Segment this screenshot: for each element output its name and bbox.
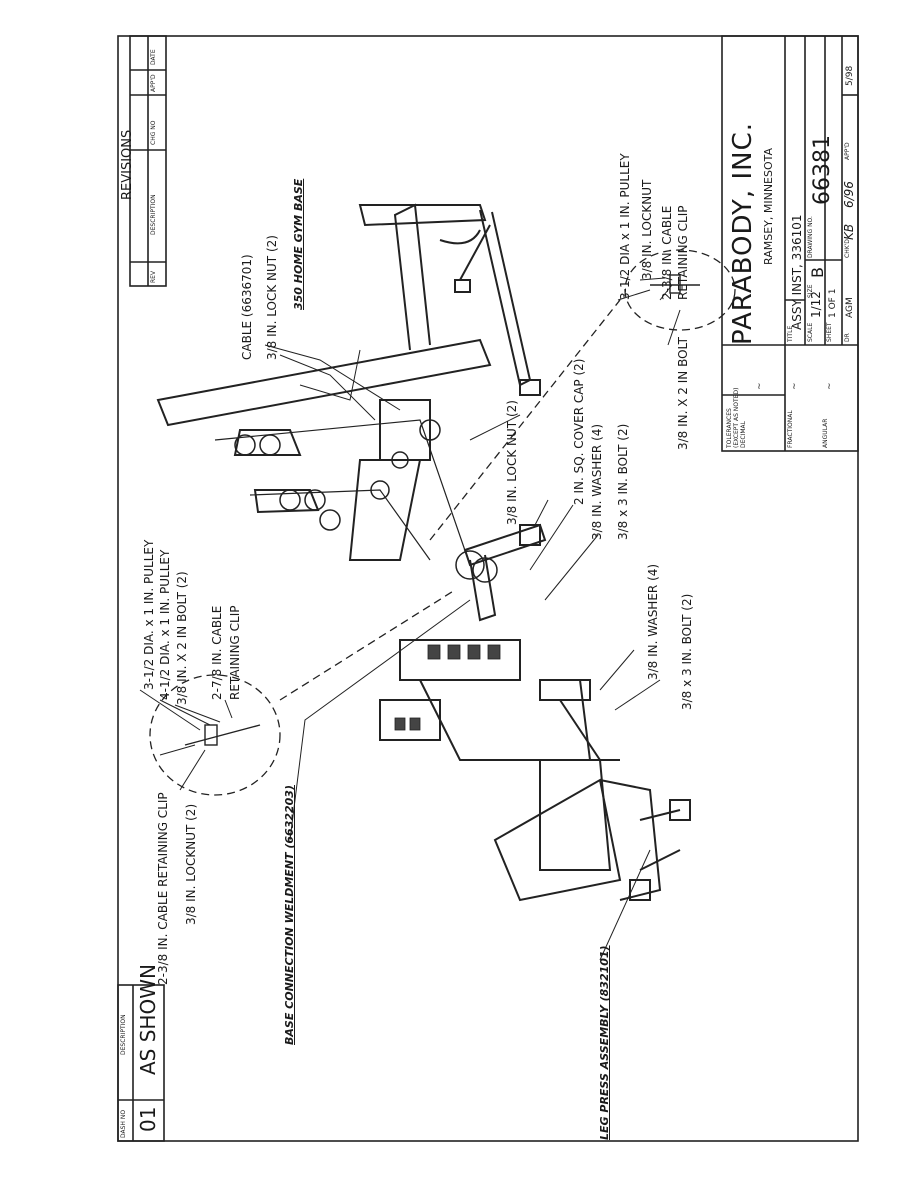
label-washer-low: 3/8 IN. WASHER (4) xyxy=(646,563,660,680)
revision-date: 5/98 xyxy=(845,65,855,86)
label-l-clip-1: 2-7/8 IN. CABLE xyxy=(210,605,224,700)
dash-col-label: DASH NO xyxy=(120,1109,127,1138)
home-gym-base xyxy=(156,203,541,561)
appd-label: APP'D xyxy=(844,142,851,160)
size-value: B xyxy=(808,267,827,278)
base-weldment xyxy=(463,523,547,622)
revisions-col-appd: APP'D xyxy=(150,74,157,92)
scale-label: SCALE xyxy=(807,322,814,342)
pulleys xyxy=(234,419,498,583)
label-r-bolt: 3/8 IN. X 2 IN BOLT xyxy=(676,337,690,450)
label-cable: CABLE (6636701) xyxy=(240,254,254,360)
tolerances-note: (EXCEPT AS NOTED) xyxy=(733,387,740,448)
dr-value: AGM xyxy=(845,297,855,318)
detail-circles xyxy=(149,249,736,796)
handwritten-date: 6/96 xyxy=(842,181,856,208)
revisions-title: REVISIONS xyxy=(120,129,135,200)
sheet-border xyxy=(117,35,859,1142)
label-l-clip-2: RETAINING CLIP xyxy=(228,605,242,700)
chkd-label: CHK'D xyxy=(844,239,851,258)
revisions-col-chg-no: CHG NO xyxy=(150,120,157,145)
decimal-label: DECIMAL xyxy=(740,421,747,448)
dash-block xyxy=(117,984,165,1142)
label-r-clip-2: RETAINING CLIP xyxy=(676,205,690,300)
dr-label: DR xyxy=(844,333,851,342)
fractional-value: ~ xyxy=(790,382,800,390)
leg-press-assembly xyxy=(379,639,691,902)
foot-plates xyxy=(394,644,501,731)
label-l-pulley-1: 3-1/2 DIA. x 1 IN. PULLEY xyxy=(142,539,156,690)
revisions-col-date: DATE xyxy=(150,49,157,65)
sheet-value: 1 OF 1 xyxy=(828,288,838,318)
chkd-value: KB xyxy=(842,223,856,240)
leader-lines xyxy=(139,277,681,961)
label-l-pulley-2: 4-1/2 DIA. x 1 IN. PULLEY xyxy=(158,549,172,700)
label-lock-nut-mid: 3/8 IN. LOCK NUT (2) xyxy=(505,400,519,525)
dash-number: 01 xyxy=(136,1106,160,1132)
label-r-locknut: 3/8 IN. LOCKNUT xyxy=(640,179,654,280)
label-l-locknut: 3/8 IN. LOCKNUT (2) xyxy=(184,803,198,925)
label-bolt-low: 3/8 x 3 IN. BOLT (2) xyxy=(680,593,694,710)
label-home-gym-base: 350 HOME GYM BASE xyxy=(292,178,305,310)
label-l-retaining: 2-3/8 IN. CABLE RETAINING CLIP xyxy=(156,792,170,985)
drawing-no-label: DRAWING NO. xyxy=(807,216,814,258)
label-base-weldment: BASE CONNECTION WELDMENT (6632203) xyxy=(283,785,296,1045)
label-bolt-mid: 3/8 x 3 IN. BOLT (2) xyxy=(616,423,630,540)
drawing-number: 66381 xyxy=(810,135,835,205)
angular-label: ANGULAR xyxy=(822,418,829,448)
label-r-clip-1: 2-3/8 IN. CABLE xyxy=(660,205,674,300)
revisions-col-rev: REV xyxy=(150,270,157,283)
label-washer-mid: 3/8 IN. WASHER (4) xyxy=(590,423,604,540)
label-lock-nut-top: 3/8 IN. LOCK NUT (2) xyxy=(265,235,279,360)
company-name: PARABODY, INC. xyxy=(728,122,758,345)
label-leg-press: LEG PRESS ASSEMBLY (832101) xyxy=(598,945,611,1140)
label-cover-cap: 2 IN. SQ. COVER CAP (2) xyxy=(572,358,586,505)
company-location: RAMSEY, MINNESOTA xyxy=(762,147,775,265)
angular-value: ~ xyxy=(825,382,835,390)
revisions-col-description: DESCRIPTION xyxy=(150,194,157,235)
title-block xyxy=(721,35,859,452)
drawing-title: ASSY INST, 336101 xyxy=(790,214,804,331)
fractional-label: FRACTIONAL xyxy=(787,410,794,448)
label-r-pulley: 3-1/2 DIA x 1 IN. PULLEY xyxy=(618,153,632,300)
size-label: SIZE xyxy=(807,284,814,298)
sheet-label: SHEET xyxy=(826,322,833,342)
label-l-bolt: 3/8 IN. X 2 IN BOLT (2) xyxy=(175,571,189,705)
tolerances-label: TOLERANCES xyxy=(726,408,733,448)
cable-line xyxy=(214,419,471,566)
decimal-value: ~ xyxy=(755,382,765,390)
dash-description-label: DESCRIPTION xyxy=(120,1014,127,1055)
